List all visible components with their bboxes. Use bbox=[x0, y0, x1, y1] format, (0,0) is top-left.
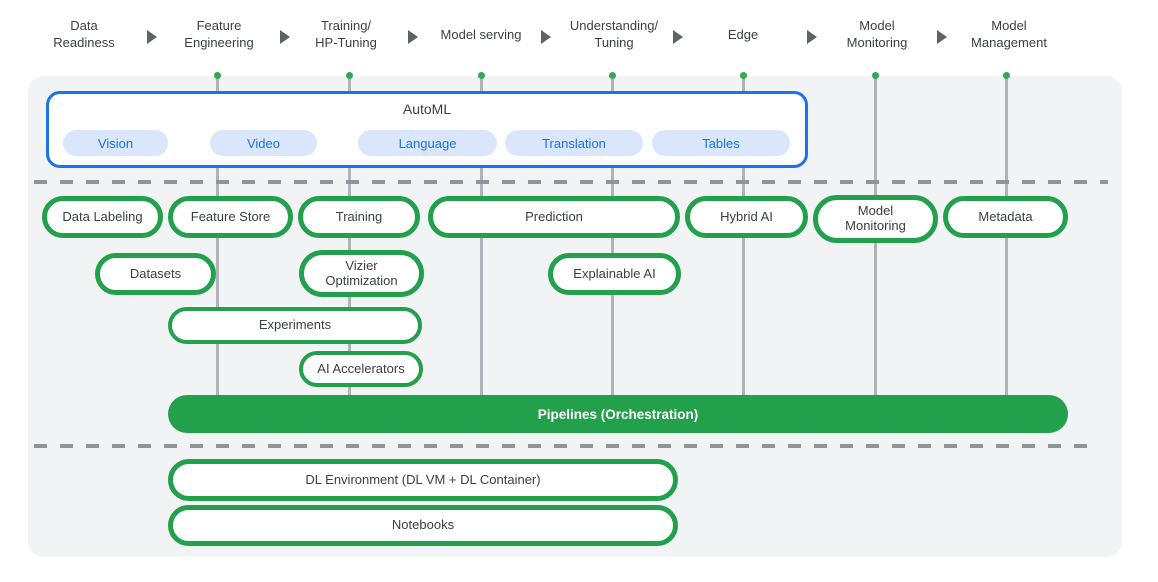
automl-box: AutoML Vision Video Language Translation… bbox=[46, 91, 808, 168]
stage-label: Model serving bbox=[440, 26, 522, 42]
component-label: AI Accelerators bbox=[317, 360, 405, 376]
component-label: Data Labeling bbox=[62, 208, 143, 224]
component-pill-feature-store: Feature Store bbox=[168, 196, 293, 238]
component-label: Experiments bbox=[258, 317, 332, 333]
component-label: Hybrid AI bbox=[720, 208, 773, 224]
stage-label: Feature bbox=[196, 18, 242, 34]
connector-dot bbox=[608, 72, 616, 79]
stage-data-readiness: Data Readiness bbox=[24, 12, 144, 58]
component-label: Notebooks bbox=[391, 517, 455, 533]
stage-label: Engineering bbox=[184, 35, 254, 50]
stage-model-management: Model Management bbox=[949, 12, 1069, 58]
component-pill-experiments: Experiments bbox=[168, 307, 422, 344]
connector-line bbox=[610, 76, 614, 416]
stage-label: HP-Tuning bbox=[315, 35, 377, 50]
automl-tab-translation: Translation bbox=[505, 130, 643, 156]
component-label: Prediction bbox=[525, 208, 583, 224]
flow-arrow-icon bbox=[673, 30, 683, 44]
automl-tab-vision: Vision bbox=[63, 130, 168, 156]
automl-tab-video: Video bbox=[210, 130, 317, 156]
component-pill-dl-environment: DL Environment (DL VM + DL Container) bbox=[168, 459, 678, 501]
component-label: Vizier Optimization bbox=[325, 257, 398, 288]
connector-dot bbox=[739, 72, 747, 79]
component-label: DL Environment (DL VM + DL Container) bbox=[305, 471, 541, 487]
connector-line bbox=[215, 76, 219, 416]
automl-tab-tables: Tables bbox=[652, 130, 790, 156]
connector-dot bbox=[871, 72, 879, 79]
stage-label: Monitoring bbox=[846, 35, 908, 50]
flow-arrow-icon bbox=[807, 30, 817, 44]
stage-label: Understanding/ bbox=[569, 18, 659, 34]
stage-label: Readiness bbox=[53, 35, 115, 50]
component-pill-notebooks: Notebooks bbox=[168, 505, 678, 546]
connector-line bbox=[347, 76, 351, 416]
stage-training-hp-tuning: Training/ HP-Tuning bbox=[286, 12, 406, 58]
connector-dot bbox=[477, 72, 485, 79]
pipelines-orchestration-bar: Pipelines (Orchestration) bbox=[168, 395, 1068, 433]
stage-model-serving: Model serving bbox=[421, 12, 541, 58]
component-pill-hybrid-ai: Hybrid AI bbox=[685, 196, 808, 238]
pipelines-label: Pipelines (Orchestration) bbox=[537, 406, 699, 422]
flow-arrow-icon bbox=[541, 30, 551, 44]
stage-feature-engineering: Feature Engineering bbox=[159, 12, 279, 58]
component-label: Datasets bbox=[129, 265, 182, 281]
automl-tab-language: Language bbox=[358, 130, 497, 156]
connector-dot bbox=[1002, 72, 1010, 79]
component-pill-metadata: Metadata bbox=[943, 196, 1068, 238]
component-pill-vizier-optimization: Vizier Optimization bbox=[299, 250, 424, 297]
component-label: Metadata bbox=[978, 208, 1033, 224]
connector-line bbox=[1004, 76, 1008, 416]
infrastructure-divider bbox=[34, 444, 1094, 448]
component-pill-model-monitoring: Model Monitoring bbox=[813, 195, 938, 243]
connector-dot bbox=[213, 72, 221, 79]
flow-arrow-icon bbox=[408, 30, 418, 44]
component-label: Training bbox=[335, 208, 383, 224]
stage-label: Edge bbox=[727, 26, 759, 42]
stage-model-monitoring: Model Monitoring bbox=[817, 12, 937, 58]
component-pill-prediction: Prediction bbox=[428, 196, 680, 238]
component-label: Explainable AI bbox=[573, 265, 656, 281]
flow-arrow-icon bbox=[147, 30, 157, 44]
stage-label: Tuning bbox=[594, 35, 634, 50]
stage-label: Training/ bbox=[320, 18, 372, 34]
flow-arrow-icon bbox=[937, 30, 947, 44]
stage-understanding-tuning: Understanding/ Tuning bbox=[554, 12, 674, 58]
stage-label: Model bbox=[859, 18, 895, 34]
component-label: Feature Store bbox=[190, 208, 271, 224]
automl-title: AutoML bbox=[402, 101, 452, 117]
stage-label: Data bbox=[70, 18, 98, 34]
component-label: Model Monitoring bbox=[845, 203, 906, 233]
component-pill-training: Training bbox=[298, 196, 420, 238]
component-pill-ai-accelerators: AI Accelerators bbox=[299, 351, 423, 387]
component-pill-explainable-ai: Explainable AI bbox=[548, 253, 681, 295]
stage-edge: Edge bbox=[683, 12, 803, 58]
stage-label: Model bbox=[991, 18, 1027, 34]
component-pill-datasets: Datasets bbox=[95, 253, 216, 295]
connector-line bbox=[741, 76, 745, 416]
flow-arrow-icon bbox=[280, 30, 290, 44]
connector-line bbox=[873, 76, 877, 416]
connector-line bbox=[479, 76, 483, 416]
connector-dot bbox=[345, 72, 353, 79]
automl-divider bbox=[34, 180, 1108, 184]
stage-label: Management bbox=[971, 35, 1047, 50]
component-pill-data-labeling: Data Labeling bbox=[42, 196, 163, 238]
